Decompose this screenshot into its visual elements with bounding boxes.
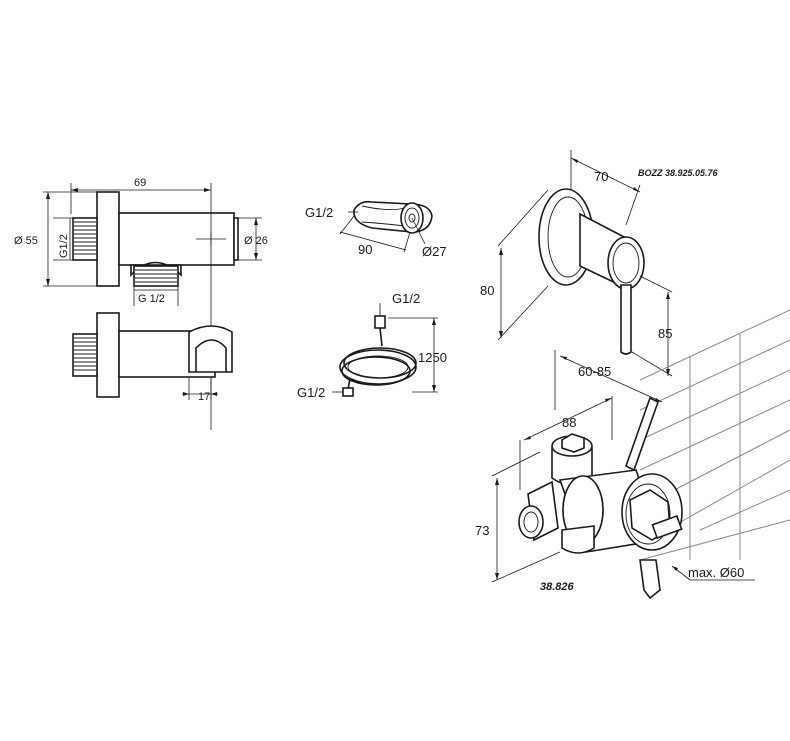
elbow-dimension-55: Ø 55 [14,191,97,287]
wall-elbow-side-view: 17 [72,312,233,403]
mixer-height-label: 80 [480,283,494,298]
elbow-dimension-g12-outlet: G 1/2 [133,286,179,306]
hose-top-thread-label: G1/2 [392,291,420,306]
valve-code-label: 38.826 [540,581,575,593]
elbow-outlet-thread-label: G 1/2 [138,293,165,305]
handshower: G1/2 90 Ø27 [305,200,447,259]
wall-grid [639,309,790,561]
elbow-dimension-g12-inlet: G1/2 [53,217,73,261]
handshower-diameter-label: Ø27 [422,244,447,259]
hose-coil: G1/2 G1/2 1250 [297,291,447,400]
elbow-outlet-diameter-label: Ø 26 [244,235,268,247]
concealed-valve: 60-85 88 73 [475,350,755,600]
elbow-dimension-26: Ø 26 [238,217,268,261]
valve-depth-range-label: 60-85 [578,364,611,379]
lever-height-label: 85 [658,326,672,341]
handshower-length-label: 90 [358,242,372,257]
mixer-depth-label: 70 [594,169,608,184]
valve-height-label: 73 [475,523,489,538]
elbow-length-label: 69 [134,177,146,189]
wall-elbow-top-view [72,191,239,287]
elbow-inlet-thread-label: G1/2 [58,234,70,258]
mixer-assembly: BOZZ 38.925.05.76 70 80 85 [480,150,719,377]
hose-bottom-thread-label: G1/2 [297,385,325,400]
handshower-thread-label: G1/2 [305,205,333,220]
valve-max-diameter-label: max. Ø60 [688,565,744,580]
elbow-flange-diameter-label: Ø 55 [14,235,38,247]
product-code-label: BOZZ 38.925.05.76 [638,168,719,178]
hose-length-label: 1250 [418,350,447,365]
holder-depth-label: 17 [198,391,210,403]
valve-width-label: 88 [562,415,576,430]
